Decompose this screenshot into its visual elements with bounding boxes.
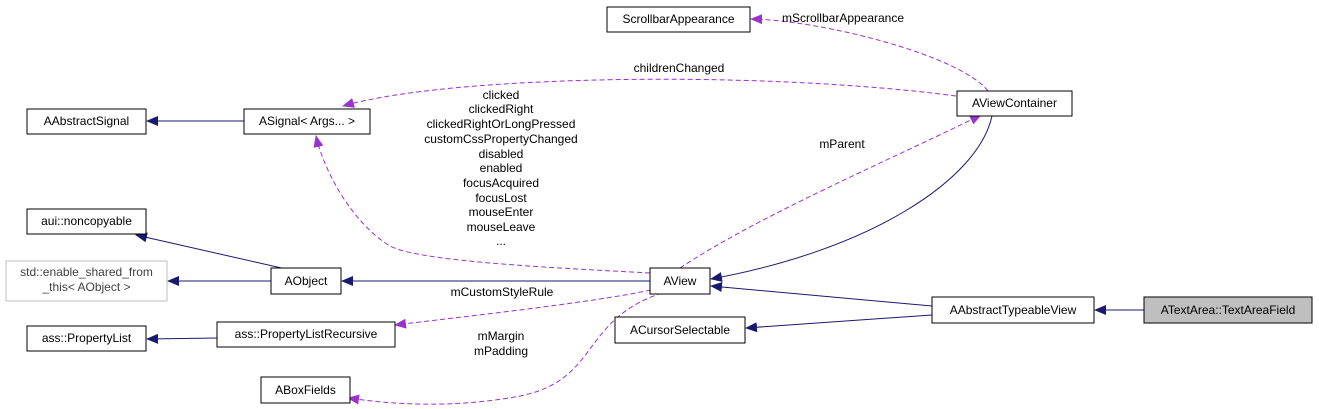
node-aui-noncopyable[interactable]: aui::noncopyable [26,208,147,235]
node-aobject[interactable]: AObject [270,267,342,295]
node-acursor-selectable[interactable]: ACursorSelectable [614,316,746,344]
node-std-enable-shared-from-this[interactable]: std::enable_shared_from _this< AObject > [5,260,168,302]
node-label-aobject: AObject [285,274,328,288]
node-label-acursor-selectable: ACursorSelectable [630,323,730,337]
edge-scrollbar-appearance [750,14,989,92]
node-ass-property-list-recursive[interactable]: ass::PropertyListRecursive [216,321,396,348]
edge-label-signal-custom-css: customCssPropertyChanged [424,132,577,146]
node-ass-property-list[interactable]: ass::PropertyList [26,325,147,352]
node-abox-fields[interactable]: ABoxFields [260,376,351,404]
edge-children-changed [342,78,957,108]
edge-signals [313,135,651,274]
node-aabstract-typeable-view[interactable]: AAbstractTypeableView [931,296,1095,324]
edge-label-scrollbar-appearance: mScrollbarAppearance [782,11,904,25]
edge-label-parent: mParent [819,137,865,151]
edge-box-fields [347,292,663,405]
edge-label-signal-mouse-enter: mouseEnter [469,205,534,219]
edge-label-signal-enabled: enabled [480,161,523,175]
edge-label-signal-disabled: disabled [479,147,524,161]
edge-label-custom-style-rule: mCustomStyleRule [451,285,554,299]
node-label-ass-property-list: ass::PropertyList [42,331,132,345]
node-label-aui-noncopyable: aui::noncopyable [41,214,132,228]
node-aview[interactable]: AView [649,267,711,295]
node-label-asignal: ASignal< Args... > [259,114,355,128]
node-asignal[interactable]: ASignal< Args... > [243,108,371,135]
edge-typeable-inherits-aview [710,282,933,307]
edge-label-signal-clicked-right-long: clickedRightOrLongPressed [427,117,576,131]
node-atextarea-textareafield[interactable]: ATextArea::TextAreaField [1143,296,1313,324]
edge-label-signal-clicked: clicked [483,88,520,102]
edge-label-margin: mMargin [478,329,525,343]
node-label-ass-property-list-recursive: ass::PropertyListRecursive [235,327,378,341]
edge-typeable-inherits-cursorselectable [745,314,933,333]
edge-label-signal-ellipsis: ... [496,234,506,248]
edge-parent [679,114,982,269]
node-label-std-enable-shared-line1: std::enable_shared_from [20,265,153,279]
node-label-aabstract-signal: AAbstractSignal [44,114,129,128]
node-label-aabstract-typeable-view: AAbstractTypeableView [950,303,1077,317]
edge-label-signal-focus-lost: focusLost [475,191,527,205]
edge-label-signal-clicked-right: clickedRight [469,102,534,116]
node-label-atextarea-textareafield: ATextArea::TextAreaField [1161,303,1296,317]
node-scrollbar-appearance[interactable]: ScrollbarAppearance [606,6,751,33]
edge-aobject-inherits-noncopyable [135,232,287,270]
node-label-scrollbar-appearance: ScrollbarAppearance [622,12,734,26]
node-label-abox-fields: ABoxFields [275,383,336,397]
edge-custom-style-rule [394,289,652,329]
edge-label-signal-mouse-leave: mouseLeave [467,220,536,234]
edge-label-children-changed: childrenChanged [634,61,725,75]
edge-aview-inherits-aviewcontainer [710,115,993,282]
node-label-aview: AView [664,274,697,288]
node-aabstract-signal[interactable]: AAbstractSignal [26,108,147,135]
node-aview-container[interactable]: AViewContainer [956,90,1073,117]
edge-label-padding: mPadding [474,344,528,358]
node-label-std-enable-shared-line2: _this< AObject > [41,280,130,294]
node-label-aview-container: AViewContainer [972,96,1057,110]
edge-plrecursive-inherits-propertylist [146,333,218,344]
edge-label-signal-focus-acquired: focusAcquired [463,176,539,190]
